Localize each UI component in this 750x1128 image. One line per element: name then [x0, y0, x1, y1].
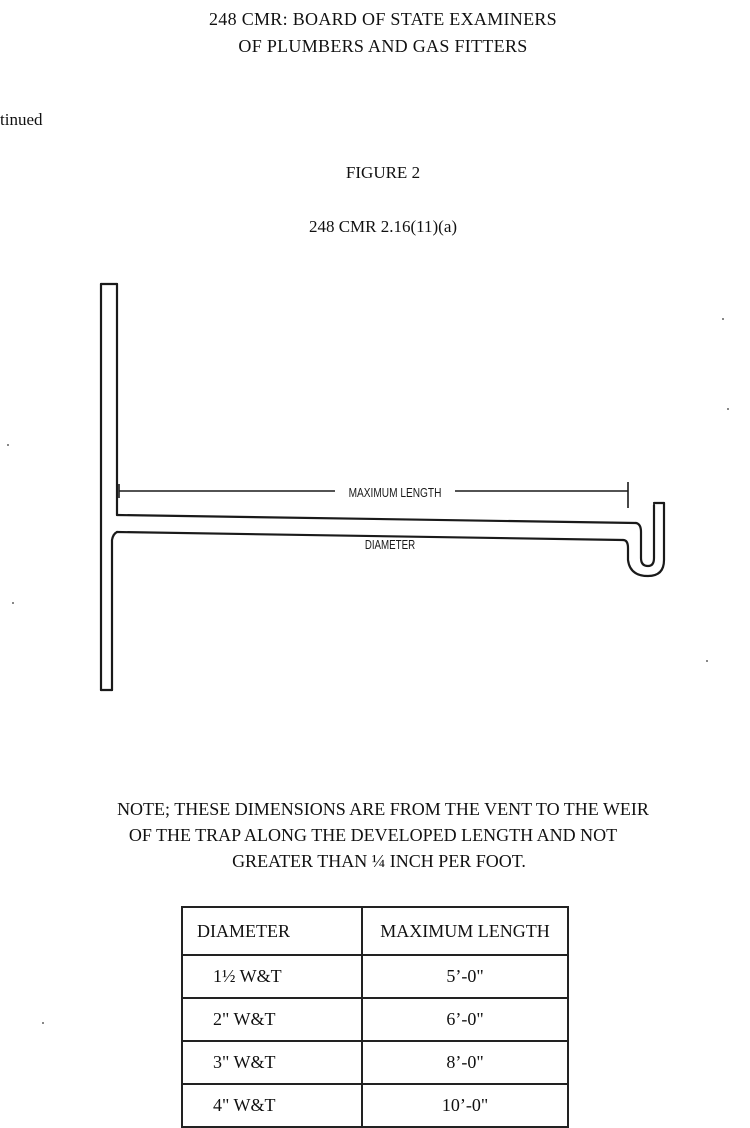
scan-speck [727, 408, 729, 410]
table-header-row: DIAMETER MAXIMUM LENGTH [181, 906, 569, 956]
length-table: DIAMETER MAXIMUM LENGTH 1½ W&T 5’-0" 2" … [181, 906, 569, 1128]
diameter-cell: 2" W&T [181, 997, 363, 1042]
diameter-cell: 3" W&T [181, 1040, 363, 1085]
page-header-line-1: 248 CMR: BOARD OF STATE EXAMINERS [209, 9, 557, 29]
diameter-cell: 4" W&T [181, 1083, 363, 1128]
column-header-diameter: DIAMETER [181, 906, 363, 956]
scan-speck [722, 318, 724, 320]
scan-speck [706, 660, 708, 662]
table-row: 4" W&T 10’-0" [181, 1083, 569, 1128]
column-header-maximum-length: MAXIMUM LENGTH [361, 906, 569, 956]
maximum-length-cell: 10’-0" [361, 1083, 569, 1128]
table-row: 1½ W&T 5’-0" [181, 954, 569, 999]
figure-reference: 248 CMR 2.16(11)(a) [308, 217, 458, 236]
scan-speck [7, 444, 9, 446]
table-row: 2" W&T 6’-0" [181, 997, 569, 1042]
scan-speck [42, 1022, 44, 1024]
p-trap-outer [621, 501, 666, 578]
maximum-length-cell: 5’-0" [361, 954, 569, 999]
diameter-cell: 1½ W&T [181, 954, 363, 999]
table-row: 3" W&T 8’-0" [181, 1040, 569, 1085]
maximum-length-cell: 6’-0" [361, 997, 569, 1042]
note-line-2: OF THE TRAP ALONG THE DEVELOPED LENGTH A… [128, 825, 618, 845]
maximum-length-cell: 8’-0" [361, 1040, 569, 1085]
maximum-length-label: MAXIMUM LENGTH [349, 486, 442, 500]
diameter-label: DIAMETER [365, 539, 415, 553]
note-line-3: GREATER THAN ¼ INCH PER FOOT. [232, 851, 526, 871]
page-header-line-2: OF PLUMBERS AND GAS FITTERS [238, 36, 528, 56]
trap-arm-bottom-wall [115, 530, 625, 542]
vent-trap-diagram: MAXIMUM LENGTH DIAMETER [99, 282, 666, 692]
note-line-1: NOTE; THESE DIMENSIONS ARE FROM THE VENT… [117, 799, 649, 819]
scan-speck [12, 602, 14, 604]
figure-title: FIGURE 2 [345, 163, 421, 182]
p-trap-inner [634, 503, 656, 568]
vent-stack-right-wall-lower [110, 530, 119, 692]
trap-arm-top-wall [115, 513, 638, 525]
continued-label: tinued [0, 110, 43, 129]
